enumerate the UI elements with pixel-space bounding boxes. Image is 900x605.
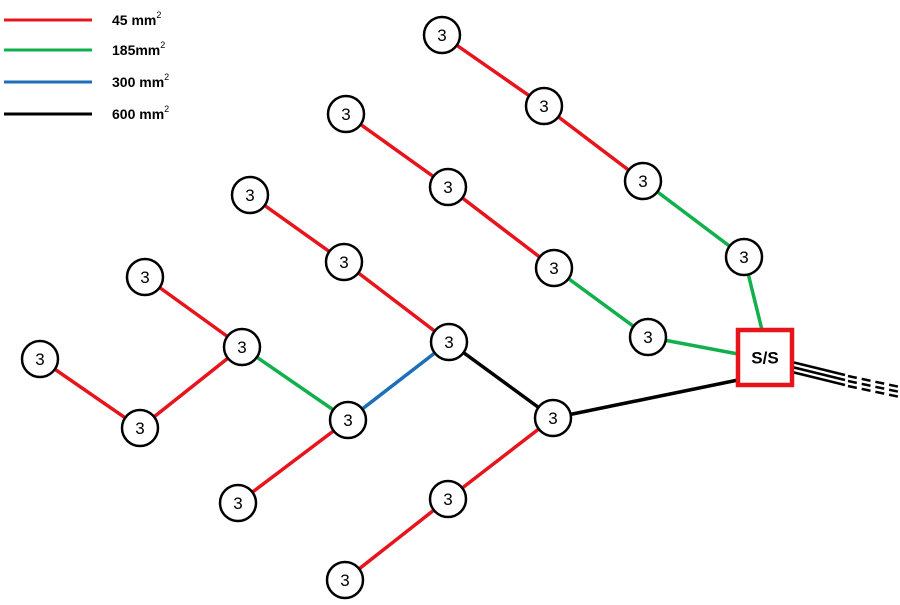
feeder-line-2 (791, 365, 846, 382)
node-label: 3 (549, 259, 558, 278)
feeder-line-1 (791, 360, 846, 377)
cable-n1-n2 (441, 33, 545, 108)
node-label: 3 (643, 328, 652, 347)
load-node-n9: 3 (230, 175, 270, 215)
load-node-n3: 3 (623, 161, 663, 201)
node-label: 3 (343, 411, 352, 430)
substation-label: S/S (751, 349, 778, 368)
load-node-n12: 3 (328, 400, 368, 440)
node-label: 3 (548, 409, 557, 428)
node-circle (534, 248, 574, 288)
node-circle (222, 327, 262, 367)
node-circle (324, 242, 364, 282)
cable-n18-n12 (236, 418, 350, 505)
node-circle (533, 398, 573, 438)
node-label: 3 (443, 490, 452, 509)
cable-n14-n15 (143, 275, 244, 349)
node-label: 3 (739, 248, 748, 267)
cable-n3-n4 (641, 179, 746, 259)
load-node-n5: 3 (326, 94, 366, 134)
cable-n5-n6 (344, 112, 450, 189)
node-circle (325, 560, 365, 600)
load-node-n4: 3 (724, 237, 764, 277)
node-label: 3 (35, 350, 44, 369)
incoming-feeder (791, 360, 900, 399)
node-label: 3 (245, 186, 254, 205)
load-nodes: 3 3 3 3 3 3 3 3 3 3 3 3 3 3 3 3 3 3 3 3 (20, 15, 764, 600)
load-node-n6: 3 (428, 167, 468, 207)
load-node-n7: 3 (534, 248, 574, 288)
node-circle (422, 15, 462, 55)
legend-label-4: 600 mm2 (112, 104, 169, 122)
load-node-n2: 3 (524, 86, 564, 126)
cable-n7-n8 (552, 266, 650, 339)
node-circle (524, 86, 564, 126)
node-label: 3 (237, 338, 246, 357)
cable-n11-n13 (447, 340, 555, 420)
cable-n6-n7 (446, 185, 556, 270)
legend-label-2: 185mm2 (112, 40, 165, 58)
load-node-n13: 3 (533, 398, 573, 438)
node-label: 3 (638, 172, 647, 191)
node-label: 3 (339, 253, 348, 272)
cable-n19-n20 (343, 497, 450, 582)
node-circle (724, 237, 764, 277)
load-node-n20: 3 (325, 560, 365, 600)
node-circle (120, 408, 160, 448)
load-node-n14: 3 (125, 257, 165, 297)
feeder-line-3 (791, 370, 846, 387)
legend: 45 mm2 185mm2 300 mm2 600 mm2 (4, 10, 169, 122)
substation-box (735, 327, 795, 388)
node-circle (429, 322, 469, 362)
legend-label-1: 45 mm2 (112, 10, 161, 28)
load-node-n17: 3 (120, 408, 160, 448)
cable-n13-ss (552, 378, 739, 420)
node-label: 3 (135, 419, 144, 438)
cable-n17-n15 (138, 345, 244, 430)
node-circle (628, 317, 668, 357)
legend-label-3: 300 mm2 (112, 72, 169, 90)
feeder-dash-3 (847, 384, 900, 399)
node-circle (428, 479, 468, 519)
node-circle (125, 257, 165, 297)
node-circle (623, 161, 663, 201)
node-circle (428, 167, 468, 207)
load-node-n8: 3 (628, 317, 668, 357)
cable-n10-n11 (342, 260, 451, 344)
cable-n11-n12 (346, 340, 451, 422)
load-node-n18: 3 (218, 483, 258, 523)
load-node-n19: 3 (428, 479, 468, 519)
node-label: 3 (437, 26, 446, 45)
substation: S/S (735, 327, 795, 388)
node-label: 3 (233, 494, 242, 513)
load-node-n15: 3 (222, 327, 262, 367)
cable-n15-n12 (241, 345, 349, 422)
node-label: 3 (444, 333, 453, 352)
load-node-n10: 3 (324, 242, 364, 282)
feeder-dash-2 (847, 379, 900, 394)
cable-n16-n17 (39, 357, 141, 430)
cable-n13-n19 (446, 416, 555, 501)
node-label: 3 (140, 268, 149, 287)
node-circle (328, 400, 368, 440)
node-label: 3 (340, 571, 349, 590)
feeder-dash-1 (847, 374, 900, 389)
load-node-n1: 3 (422, 15, 462, 55)
cable-n2-n3 (542, 104, 645, 183)
node-label: 3 (539, 97, 548, 116)
node-label: 3 (443, 178, 452, 197)
node-label: 3 (341, 105, 350, 124)
node-circle (20, 339, 60, 379)
node-circle (218, 483, 258, 523)
node-circle (326, 94, 366, 134)
load-node-n16: 3 (20, 339, 60, 379)
load-node-n11: 3 (429, 322, 469, 362)
node-circle (230, 175, 270, 215)
